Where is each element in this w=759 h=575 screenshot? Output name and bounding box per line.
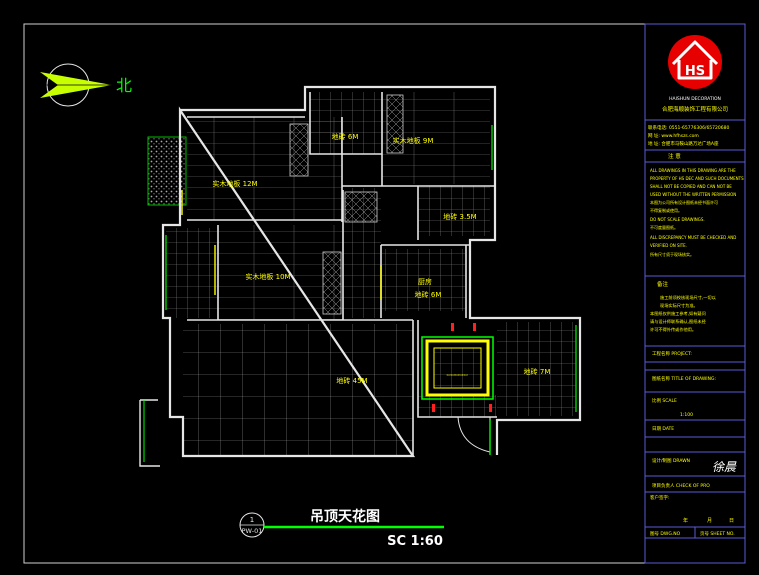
- signature: 徐晨: [712, 460, 737, 474]
- svg-text:网 址: www.hfhszs.com: 网 址: www.hfhszs.com: [648, 132, 699, 139]
- sheet-no-label: 页号 SHEET NO.: [700, 531, 735, 537]
- svg-text:现场实际尺寸为准。: 现场实际尺寸为准。: [660, 302, 698, 309]
- svg-text:PROPERTY OF HS DEC AND SUCH DO: PROPERTY OF HS DEC AND SUCH DOCUMENTS: [650, 176, 744, 181]
- svg-text:年: 年: [683, 517, 688, 524]
- remarks-header: 备注: [657, 280, 669, 288]
- room-label-bath-right: 地砖 3.5M: [443, 212, 476, 221]
- svg-text:不得复制或使用。: 不得复制或使用。: [650, 207, 682, 213]
- svg-text:地 址: 合肥市马鞍山路万达广场A座: 地 址: 合肥市马鞍山路万达广场A座: [648, 140, 719, 147]
- notice-text: ALL DRAWINGS IN THIS DRAWING ARE THE PRO…: [650, 168, 744, 257]
- svg-text:日: 日: [729, 518, 734, 524]
- room-living: [183, 324, 413, 456]
- logo-house-icon: [671, 40, 719, 80]
- windows: [165, 125, 577, 412]
- exterior-wall-left: [139, 399, 160, 467]
- svg-text:USED WITHOUT THE WRITTEN PERMI: USED WITHOUT THE WRITTEN PERMISSION: [650, 192, 736, 197]
- svg-text:本图纸仅供施工参考,如有疑问: 本图纸仅供施工参考,如有疑问: [650, 310, 706, 317]
- field-date: 日期 DATE: [652, 426, 674, 432]
- room-label-kitchen: 厨房: [418, 277, 432, 286]
- svg-text:不可度量图纸。: 不可度量图纸。: [650, 224, 678, 230]
- field-project: 工程名称 PROJECT:: [652, 350, 692, 357]
- field-client-sign: 客户签字:: [650, 494, 670, 501]
- svg-text:联系电话: 0551-65776306/65720680: 联系电话: 0551-65776306/65720680: [648, 124, 729, 131]
- room-label-bedroom-mid: 实木地板 10M: [245, 272, 290, 281]
- room-labels: 实木地板 12M 地砖 6M 实木地板 9M 地砖 3.5M 实木地板 10M …: [212, 132, 550, 385]
- closet-corridor: [344, 191, 378, 223]
- room-label-living: 地砖 45M: [336, 376, 367, 385]
- svg-text:▭▭▭▭▭: ▭▭▭▭▭: [446, 373, 467, 378]
- svg-text:VERIFIED ON SITE.: VERIFIED ON SITE.: [650, 243, 687, 248]
- room-left-alcove: [166, 228, 218, 318]
- room-kitchen: [382, 249, 465, 311]
- company-logo: HS HAISHUN DECORATION 合肥海顺装饰工程有限公司: [662, 35, 728, 113]
- svg-text:SHALL NOT BE COPIED AND CAN NO: SHALL NOT BE COPIED AND CAN NOT BE: [650, 184, 732, 189]
- svg-text:许可不得外传或作他用。: 许可不得外传或作他用。: [650, 326, 696, 333]
- room-dining-strip: [418, 395, 496, 417]
- room-balcony: [497, 322, 576, 416]
- scale-label: SC 1:60: [387, 534, 443, 549]
- room-bath-top: [310, 92, 382, 154]
- room-label-balcony: 地砖 7M: [524, 367, 551, 376]
- remarks-text: 施工前须校核现场尺寸,一切以 现场实际尺寸为准。 本图纸仅供施工参考,如有疑问 …: [650, 294, 717, 333]
- notice-header: 注 意: [668, 152, 681, 160]
- north-label: 北: [116, 76, 132, 95]
- contact-info: 联系电话: 0551-65776306/65720680 网 址: www.hf…: [648, 124, 729, 147]
- svg-text:所有尺寸须于现场核实。: 所有尺寸须于现场核实。: [650, 251, 694, 257]
- room-bedroom-mid: [218, 225, 343, 320]
- door-marks: [181, 190, 382, 300]
- title-block: HS HAISHUN DECORATION 合肥海顺装饰工程有限公司 联系电话:…: [644, 23, 746, 564]
- drawing-no-label: 图号 DWG.NO: [650, 531, 681, 537]
- red-markers: [432, 323, 492, 412]
- entrance-door: [457, 416, 491, 453]
- svg-text:DO NOT SCALE DRAWINGS.: DO NOT SCALE DRAWINGS.: [650, 217, 705, 222]
- svg-text:本图为公司所有设计图纸未经书面许可: 本图为公司所有设计图纸未经书面许可: [650, 199, 718, 205]
- sheet-index: 1: [250, 516, 254, 524]
- drawing-title-block: 1 PW-01 吊顶天花图 SC 1:60: [239, 508, 444, 549]
- logo-circle-icon: [668, 35, 722, 89]
- sheet-code: PW-01: [242, 527, 263, 535]
- company-name-cn: 合肥海顺装饰工程有限公司: [662, 105, 728, 113]
- closet-master: [289, 123, 309, 177]
- company-name-en: HAISHUN DECORATION: [669, 96, 721, 102]
- svg-text:ALL DRAWINGS IN THIS DRAWING A: ALL DRAWINGS IN THIS DRAWING ARE THE: [650, 168, 736, 173]
- north-compass: 北: [40, 63, 132, 107]
- room-label-kitchen-floor: 地砖 6M: [415, 290, 442, 299]
- date-labels: 年 月 日: [683, 517, 734, 524]
- ceiling-feature: ▭▭▭▭▭: [421, 336, 494, 400]
- field-drawn: 设计/制图 DRAWN: [652, 457, 690, 464]
- field-scale: 比例 SCALE: [652, 397, 677, 404]
- room-label-bedroom-top: 实木地板 9M: [393, 136, 434, 145]
- svg-text:ALL DISCREPANCY MUST BE CHECKE: ALL DISCREPANCY MUST BE CHECKED AND: [650, 235, 736, 240]
- exterior-wall: [161, 85, 582, 458]
- interior-walls: [187, 92, 497, 456]
- field-check: 项目负责人 CHECK OF PRO: [652, 482, 710, 489]
- field-title-of-drawing: 图纸名称 TITLE OF DRAWING:: [652, 375, 716, 382]
- closet-top: [386, 94, 404, 154]
- closet-mid: [322, 251, 342, 315]
- field-scale-value: 1:100: [680, 412, 693, 418]
- room-label-bedroom-master: 实木地板 12M: [212, 179, 257, 188]
- svg-text:请与设计师联系确认,图纸未经: 请与设计师联系确认,图纸未经: [650, 318, 707, 325]
- logo-monogram: HS: [685, 64, 705, 79]
- drawing-title: 吊顶天花图: [310, 508, 380, 525]
- floor-plan: ▭▭▭▭▭ 实木地板 12M 地砖 6M 实木地板 9M 地砖 3.5M 实木地…: [139, 85, 582, 467]
- svg-text:施工前须校核现场尺寸,一切以: 施工前须校核现场尺寸,一切以: [660, 294, 717, 301]
- room-label-bath-top: 地砖 6M: [332, 132, 359, 141]
- svg-text:月: 月: [707, 518, 712, 524]
- room-bath-right: [418, 186, 490, 236]
